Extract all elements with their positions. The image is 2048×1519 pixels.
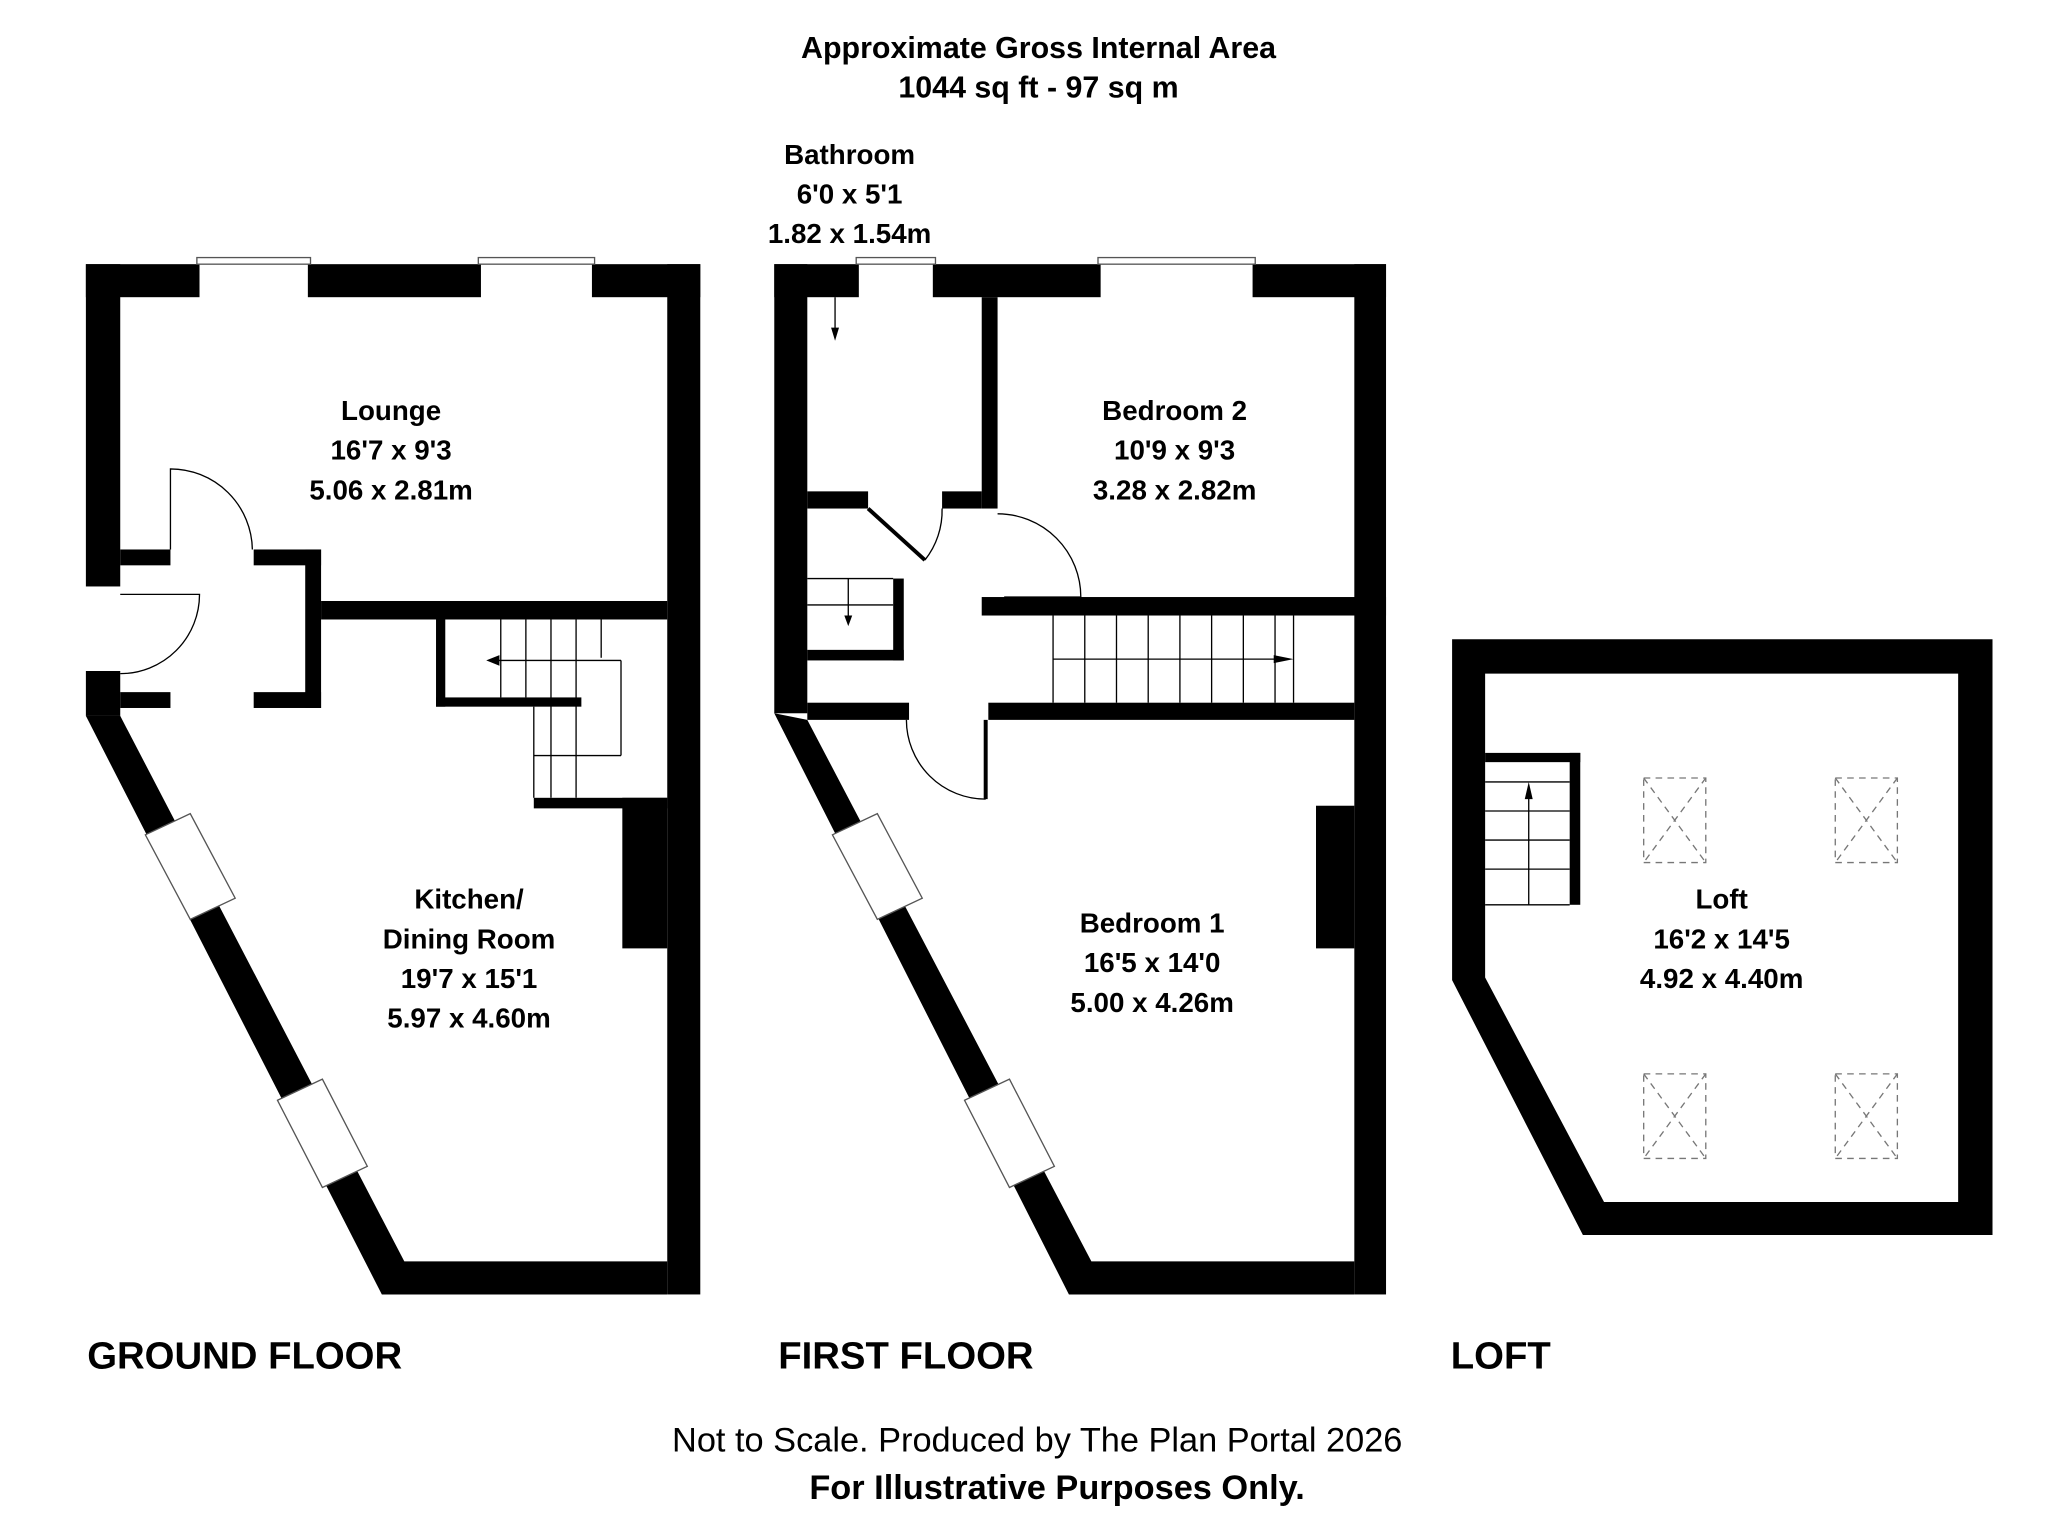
door-icon xyxy=(169,468,254,550)
window-icon xyxy=(855,256,937,265)
first-floor-plan: Bathroom 6'0 x 5'1 1.82 x 1.54m Bedroom … xyxy=(768,139,1387,1295)
room-metric-bathroom: 1.82 x 1.54m xyxy=(768,218,931,249)
ground-floor-plan: Lounge 16'7 x 9'3 5.06 x 2.81m Kitchen/ … xyxy=(85,256,701,1295)
door-icon xyxy=(905,719,986,800)
room-name-bathroom: Bathroom xyxy=(784,139,915,170)
window-icon xyxy=(477,256,596,265)
room-metric-bedroom-1: 5.00 x 4.26m xyxy=(1070,987,1233,1018)
room-name-kitchen: Kitchen/ xyxy=(414,884,524,915)
window-icon xyxy=(276,1078,369,1189)
staircase-icon xyxy=(1052,615,1295,703)
window-icon xyxy=(196,256,312,265)
room-imperial-kitchen: 19'7 x 15'1 xyxy=(401,963,538,994)
room-name-bedroom-1: Bedroom 1 xyxy=(1080,908,1225,939)
window-icon xyxy=(144,812,237,921)
room-name-bedroom-2: Bedroom 2 xyxy=(1102,395,1247,426)
room-imperial-bathroom: 6'0 x 5'1 xyxy=(797,178,903,209)
room-imperial-loft: 16'2 x 14'5 xyxy=(1653,923,1790,954)
loft-plan: Loft 16'2 x 14'5 4.92 x 4.40m xyxy=(1452,639,1993,1236)
footer-disclaimer: Not to Scale. Produced by The Plan Porta… xyxy=(672,1422,1402,1460)
skylight-icon xyxy=(1834,1073,1899,1160)
window-icon xyxy=(831,812,924,921)
door-icon xyxy=(997,513,1082,598)
room-metric-lounge: 5.06 x 2.81m xyxy=(309,474,472,505)
gross-area-value: 1044 sq ft - 97 sq m xyxy=(898,71,1178,105)
room-name-lounge: Lounge xyxy=(341,395,441,426)
skylight-icon xyxy=(1643,1073,1707,1160)
door-icon xyxy=(120,593,201,675)
floor-title-ground: GROUND FLOOR xyxy=(87,1334,402,1377)
staircase-icon xyxy=(486,619,622,798)
gross-area-title: Approximate Gross Internal Area xyxy=(801,31,1277,65)
staircase-icon xyxy=(1485,781,1570,906)
room-metric-kitchen: 5.97 x 4.60m xyxy=(387,1003,550,1034)
window-icon xyxy=(1097,256,1256,265)
floor-title-loft: LOFT xyxy=(1451,1334,1551,1377)
floor-title-first: FIRST FLOOR xyxy=(778,1334,1033,1377)
room-imperial-bedroom-1: 16'5 x 14'0 xyxy=(1084,947,1221,978)
room-name-dining: Dining Room xyxy=(383,923,556,954)
door-icon xyxy=(924,508,943,561)
room-metric-bedroom-2: 3.28 x 2.82m xyxy=(1093,474,1256,505)
skylight-icon xyxy=(1643,777,1707,864)
staircase-icon xyxy=(807,577,894,627)
footer-note: For Illustrative Purposes Only. xyxy=(809,1469,1304,1507)
room-metric-loft: 4.92 x 4.40m xyxy=(1640,963,1803,994)
room-imperial-lounge: 16'7 x 9'3 xyxy=(331,435,452,466)
window-icon xyxy=(963,1078,1056,1189)
room-imperial-bedroom-2: 10'9 x 9'3 xyxy=(1114,435,1235,466)
room-name-loft: Loft xyxy=(1695,884,1747,915)
skylight-icon xyxy=(1834,777,1899,864)
